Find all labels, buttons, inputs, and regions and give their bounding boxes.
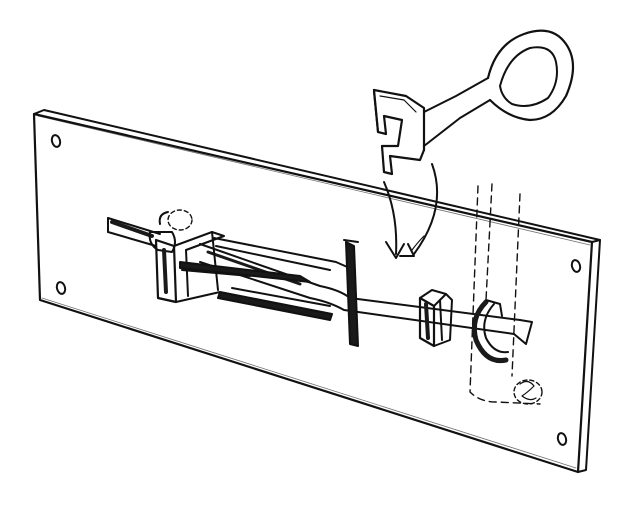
- screw-hole-top-right: [570, 259, 582, 273]
- door-frame-dashed: [469, 183, 541, 405]
- pivot-stud: [148, 209, 193, 253]
- right-staple-bracket: [418, 289, 453, 348]
- spring-tumbler-middle: [213, 237, 355, 271]
- lock-bolt: [107, 217, 533, 345]
- keeper-hole-dashed: [513, 379, 543, 405]
- spring-tumbler-lower: [217, 287, 333, 321]
- insertion-arrow-left: [383, 181, 405, 259]
- screw-hole-bottom-left: [55, 281, 67, 295]
- center-post: [343, 239, 359, 347]
- insertion-arrow-right: [399, 163, 439, 257]
- spring-tumbler-upper: [179, 261, 311, 283]
- keeper-loop: [471, 299, 509, 364]
- key: [372, 29, 575, 176]
- back-plate: [32, 109, 601, 474]
- screw-hole-top-left: [50, 134, 62, 148]
- left-guide-bracket: [154, 231, 225, 304]
- screw-hole-bottom-right: [556, 432, 568, 446]
